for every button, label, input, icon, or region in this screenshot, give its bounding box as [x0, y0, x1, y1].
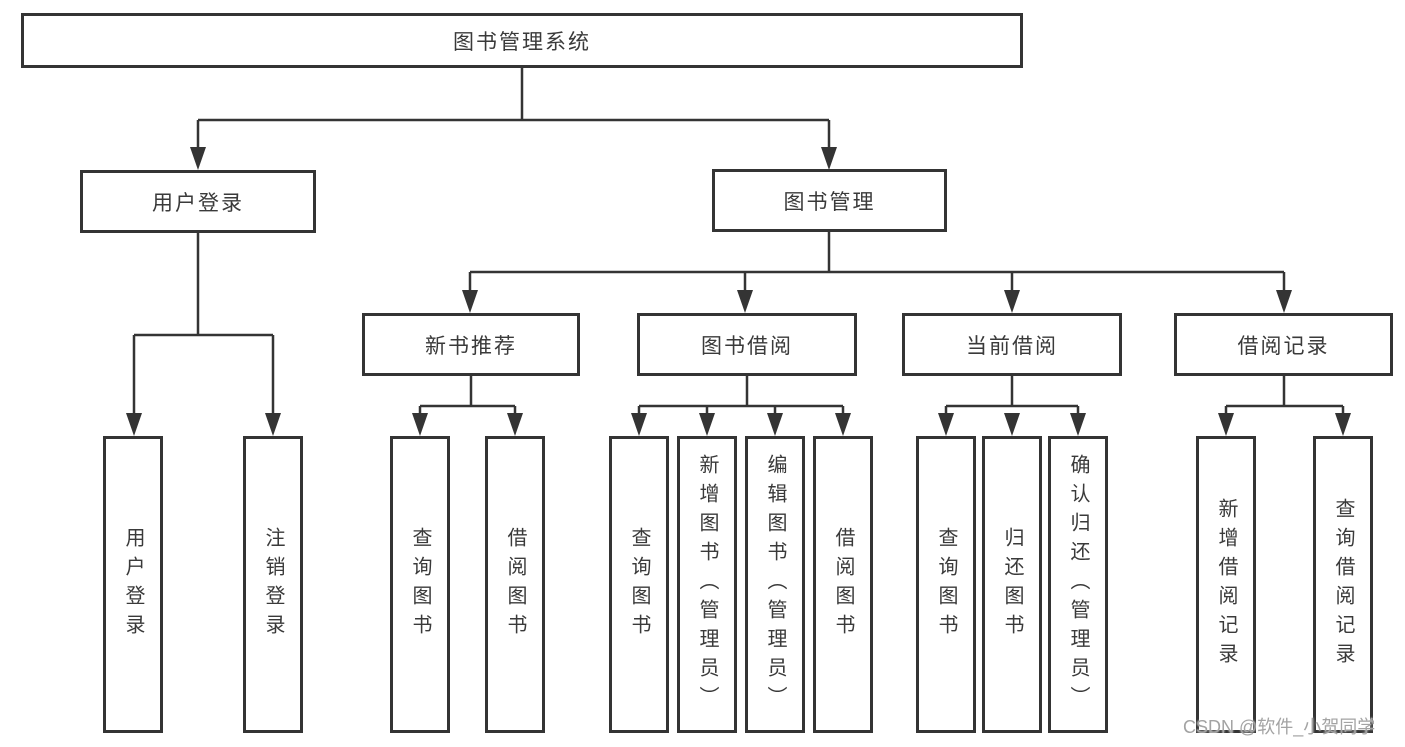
arrow-icon: [507, 413, 523, 436]
leaf-confirm-return-admin: 确认归还（管理员）: [1048, 436, 1108, 733]
arrow-icon: [631, 413, 647, 436]
leaf-query-book-borrow: 查询图书: [609, 436, 669, 733]
leaf-label: 归还图书: [1001, 526, 1023, 643]
leaf-label: 借阅图书: [504, 526, 526, 643]
arrow-icon: [412, 413, 428, 436]
leaf-label: 用户登录: [122, 526, 144, 643]
node-label: 图书管理系统: [453, 30, 591, 54]
leaf-user-login: 用户登录: [103, 436, 163, 733]
connector-userlogin-to-leaves: [132, 233, 275, 416]
node-book-management: 图书管理: [712, 169, 947, 232]
arrow-icon: [1218, 413, 1234, 436]
leaf-return-book: 归还图书: [982, 436, 1042, 733]
node-book-borrow: 图书借阅: [637, 313, 857, 376]
arrow-icon: [835, 413, 851, 436]
leaf-query-borrow-record: 查询借阅记录: [1313, 436, 1373, 733]
node-label: 新书推荐: [425, 334, 517, 358]
leaf-label: 新增借阅记录: [1215, 497, 1237, 672]
arrow-icon: [699, 413, 715, 436]
connector-root-to-level2: [196, 68, 831, 150]
leaf-add-book-admin: 新增图书（管理员）: [677, 436, 737, 733]
node-label: 当前借阅: [966, 334, 1058, 358]
arrow-icon: [938, 413, 954, 436]
arrow-icon: [126, 413, 142, 436]
leaf-label: 确认归还（管理员）: [1067, 454, 1089, 715]
node-label: 图书借阅: [701, 334, 793, 358]
connector-borrow-to-leaves: [637, 376, 845, 416]
leaf-logout: 注销登录: [243, 436, 303, 733]
leaf-borrow-book-recommend: 借阅图书: [485, 436, 545, 733]
node-label: 用户登录: [152, 191, 244, 215]
leaf-query-book-recommend: 查询图书: [390, 436, 450, 733]
leaf-label: 编辑图书（管理员）: [764, 454, 786, 715]
leaf-label: 注销登录: [262, 526, 284, 643]
arrow-icon: [265, 413, 281, 436]
node-new-book-recommend: 新书推荐: [362, 313, 580, 376]
arrow-icon: [190, 147, 206, 170]
arrow-icon: [737, 290, 753, 313]
connector-current-to-leaves: [944, 376, 1080, 416]
node-current-borrow: 当前借阅: [902, 313, 1122, 376]
leaf-edit-book-admin: 编辑图书（管理员）: [745, 436, 805, 733]
arrow-icon: [821, 147, 837, 170]
arrow-icon: [1004, 290, 1020, 313]
arrow-icon: [1335, 413, 1351, 436]
leaf-label: 查询图书: [409, 526, 431, 643]
arrow-icon: [1004, 413, 1020, 436]
arrow-icon: [462, 290, 478, 313]
node-label: 图书管理: [783, 190, 876, 214]
connector-recommend-to-leaves: [418, 376, 517, 416]
csdn-watermark: CSDN @软件_小贺同学: [1183, 717, 1376, 737]
leaf-label: 新增图书（管理员）: [696, 454, 718, 715]
connector-record-to-leaves: [1224, 376, 1345, 416]
arrow-icon: [1276, 290, 1292, 313]
leaf-add-borrow-record: 新增借阅记录: [1196, 436, 1256, 733]
arrowheads: [126, 147, 1351, 436]
connector-bookmgmt-to-level3: [468, 232, 1286, 293]
arrow-icon: [767, 413, 783, 436]
arrow-icon: [1070, 413, 1086, 436]
leaf-label: 查询图书: [935, 526, 957, 643]
node-root-system: 图书管理系统: [21, 13, 1023, 68]
node-label: 借阅记录: [1237, 334, 1330, 358]
leaf-borrow-book: 借阅图书: [813, 436, 873, 733]
leaf-label: 借阅图书: [832, 526, 854, 643]
node-borrow-record: 借阅记录: [1174, 313, 1393, 376]
leaf-label: 查询图书: [628, 526, 650, 643]
node-user-login: 用户登录: [80, 170, 316, 233]
leaf-query-book-current: 查询图书: [916, 436, 976, 733]
leaf-label: 查询借阅记录: [1332, 497, 1354, 672]
